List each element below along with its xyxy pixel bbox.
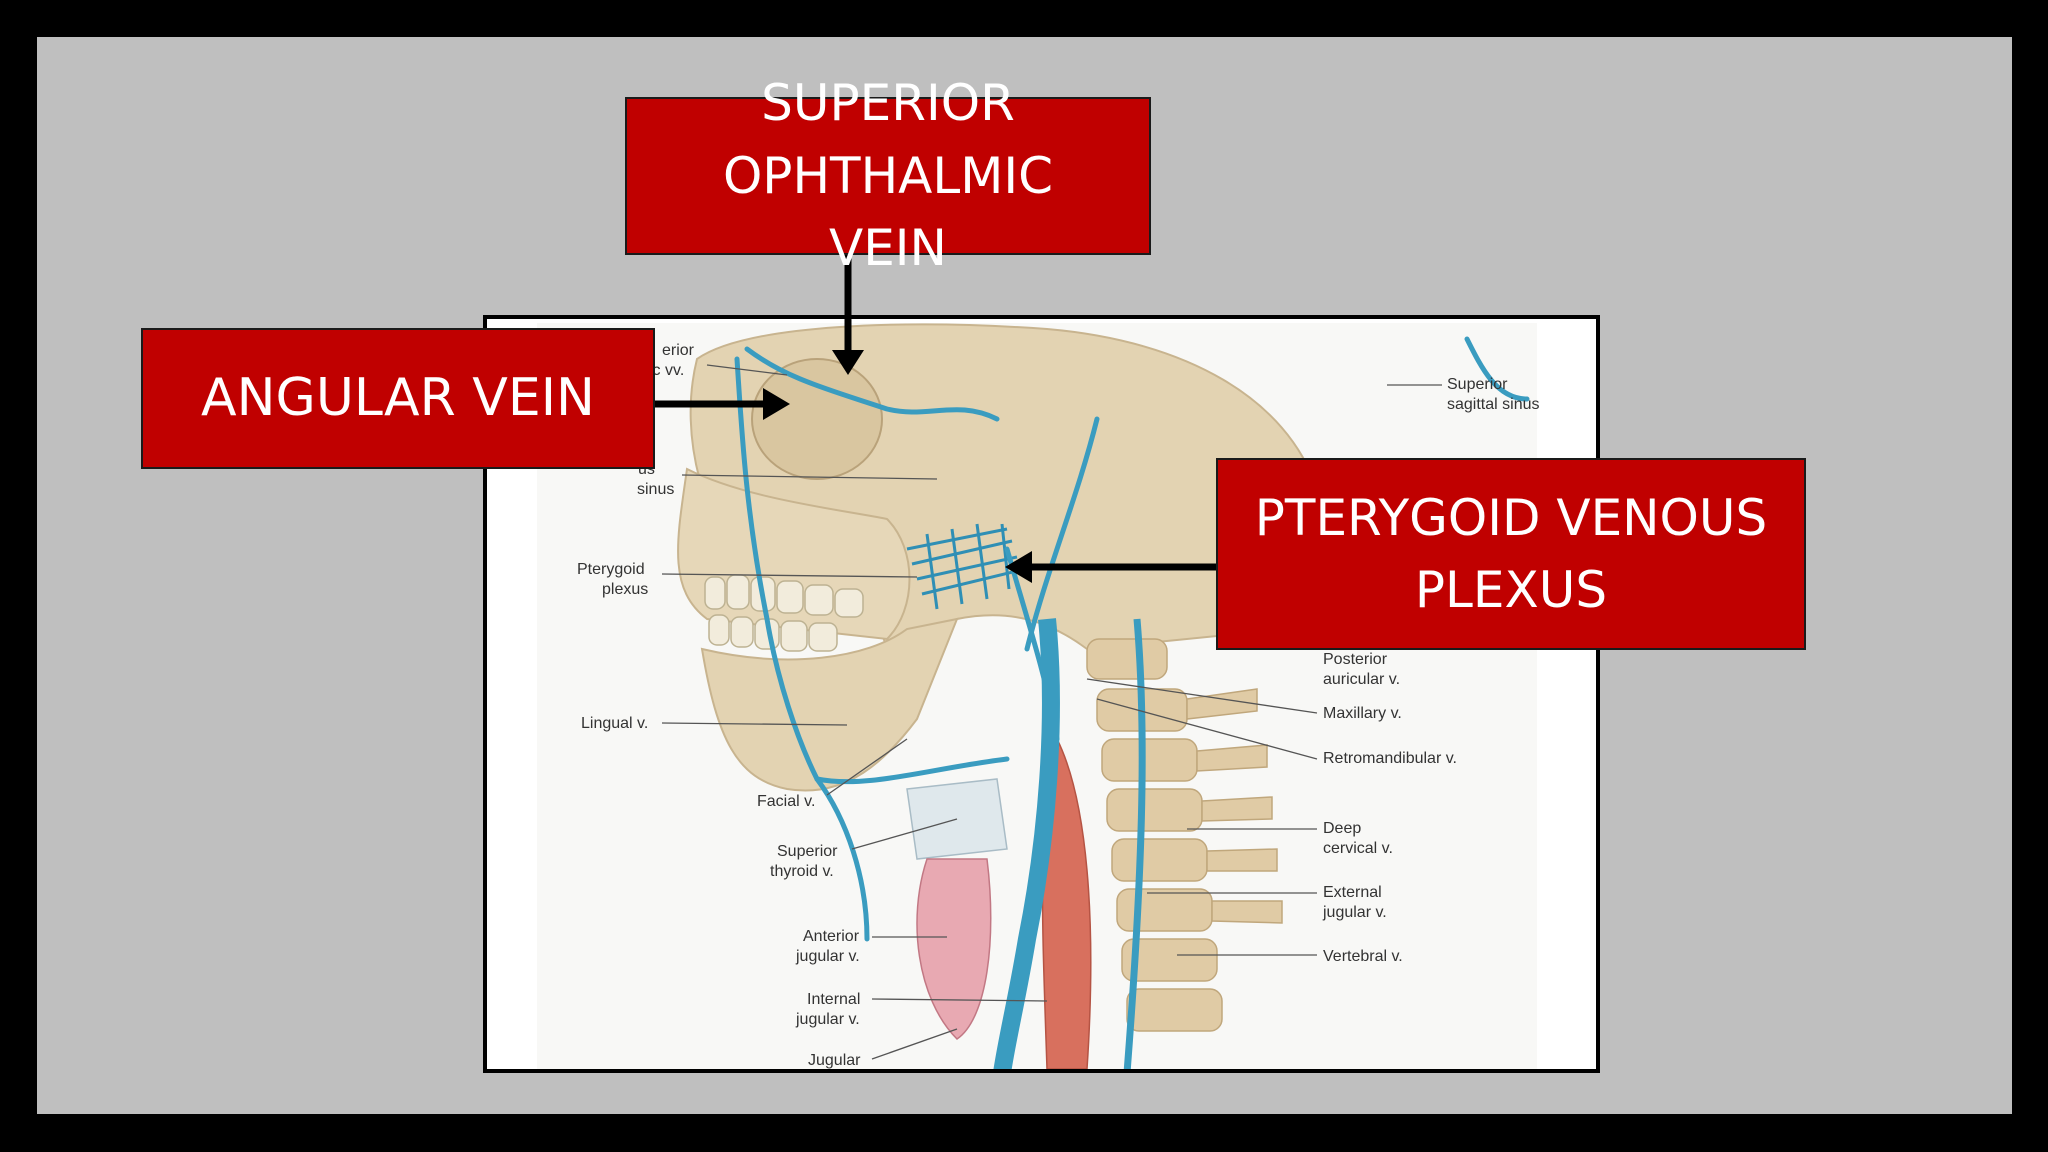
- label-deep-cervical-2: cervical v.: [1323, 840, 1393, 857]
- label-ext-jugular-2: jugular v.: [1322, 904, 1387, 921]
- mandible: [700, 617, 959, 792]
- label-sup-ophthalmic-2: ic vv.: [649, 362, 684, 379]
- callout-superior-ophthalmic-text: SUPERIOR OPHTHALMIC VEIN: [722, 74, 1054, 278]
- label-sup-thyroid-1: Superior: [777, 843, 838, 860]
- right-labels: Superior sagittal sinus Posterior auricu…: [1086, 376, 1540, 965]
- label-sup-sagittal-2: sagittal sinus: [1447, 396, 1540, 413]
- label-vertebral: Vertebral v.: [1323, 948, 1403, 965]
- label-facial: Facial v.: [757, 793, 815, 810]
- cervical-spine: [1086, 638, 1283, 1032]
- pterygoid-plexus-mesh: [906, 523, 1018, 610]
- label-maxillary: Maxillary v.: [1323, 705, 1402, 722]
- label-ext-jugular-1: External: [1323, 884, 1382, 901]
- label-ant-jugular-1: Anterior: [803, 928, 860, 945]
- label-sup-thyroid-2: thyroid v.: [770, 863, 834, 880]
- label-jugular: Jugular: [808, 1052, 861, 1069]
- label-retromandibular: Retromandibular v.: [1323, 750, 1457, 767]
- label-lingual: Lingual v.: [581, 715, 648, 732]
- label-post-auricular-2: auricular v.: [1323, 671, 1400, 688]
- orbit: [751, 358, 883, 480]
- external-jugular-vein: [1123, 618, 1146, 1069]
- label-ant-jugular-2: jugular v.: [795, 948, 860, 965]
- label-pterygoid-2: plexus: [602, 581, 648, 598]
- label-pterygoid-1: Pterygoid: [577, 561, 645, 578]
- label-deep-cervical-1: Deep: [1323, 820, 1361, 837]
- callout-pterygoid-text: PTERYGOID VENOUS PLEXUS: [1254, 488, 1768, 620]
- label-int-jugular-1: Internal: [807, 991, 860, 1008]
- callout-superior-ophthalmic-vein: SUPERIOR OPHTHALMIC VEIN: [625, 74, 1151, 277]
- label-post-auricular-1: Posterior: [1323, 651, 1388, 668]
- anatomy-figure: erior ic vv. us sinus Pterygoid plexus L…: [483, 315, 1600, 1073]
- left-labels: erior ic vv. us sinus Pterygoid plexus L…: [577, 342, 1048, 1069]
- callout-angular-text: ANGULAR VEIN: [201, 367, 595, 428]
- label-sup-ophthalmic-1: erior: [662, 342, 695, 359]
- thyroid-gland: [916, 858, 992, 1040]
- callout-angular-vein: ANGULAR VEIN: [141, 328, 655, 469]
- label-int-jugular-2: jugular v.: [795, 1011, 860, 1028]
- label-cavernous-2: sinus: [637, 481, 674, 498]
- label-sup-sagittal-1: Superior: [1447, 376, 1508, 393]
- internal-jugular-vein: [993, 618, 1060, 1069]
- teeth: [704, 574, 864, 652]
- callout-pterygoid-venous-plexus: PTERYGOID VENOUS PLEXUS: [1216, 458, 1806, 650]
